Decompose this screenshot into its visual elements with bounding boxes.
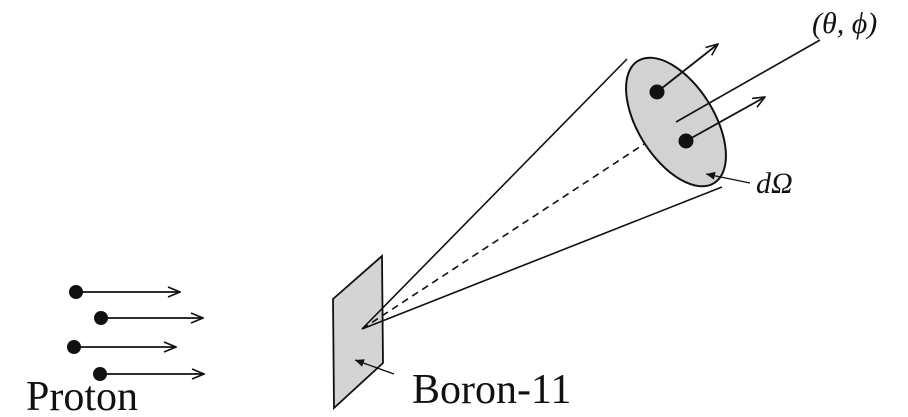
cone-lower-edge xyxy=(361,186,723,330)
proton-beam xyxy=(67,285,204,381)
scattered-particle-2 xyxy=(678,97,766,149)
solid-angle-label: dΩ xyxy=(756,167,793,200)
boron-target xyxy=(332,254,384,411)
scattering-cone xyxy=(361,58,723,330)
proton-4 xyxy=(93,367,204,381)
scattered-particles xyxy=(649,44,766,149)
cone-axis-dashed xyxy=(361,130,665,330)
particle-arrow xyxy=(685,97,765,142)
proton-2 xyxy=(94,311,203,325)
cone-upper-edge xyxy=(361,58,628,330)
boron-pointer xyxy=(354,359,395,375)
angle-label: (θ, ϕ) xyxy=(812,7,877,40)
particle-arrow xyxy=(656,44,718,93)
direction-line xyxy=(675,39,821,123)
proton-1 xyxy=(69,285,180,299)
boron-label: Boron-11 xyxy=(412,367,571,413)
proton-3 xyxy=(67,340,176,354)
domega-pointer xyxy=(705,171,751,184)
proton-label: Proton xyxy=(26,374,138,417)
scattered-particle-1 xyxy=(649,44,719,100)
